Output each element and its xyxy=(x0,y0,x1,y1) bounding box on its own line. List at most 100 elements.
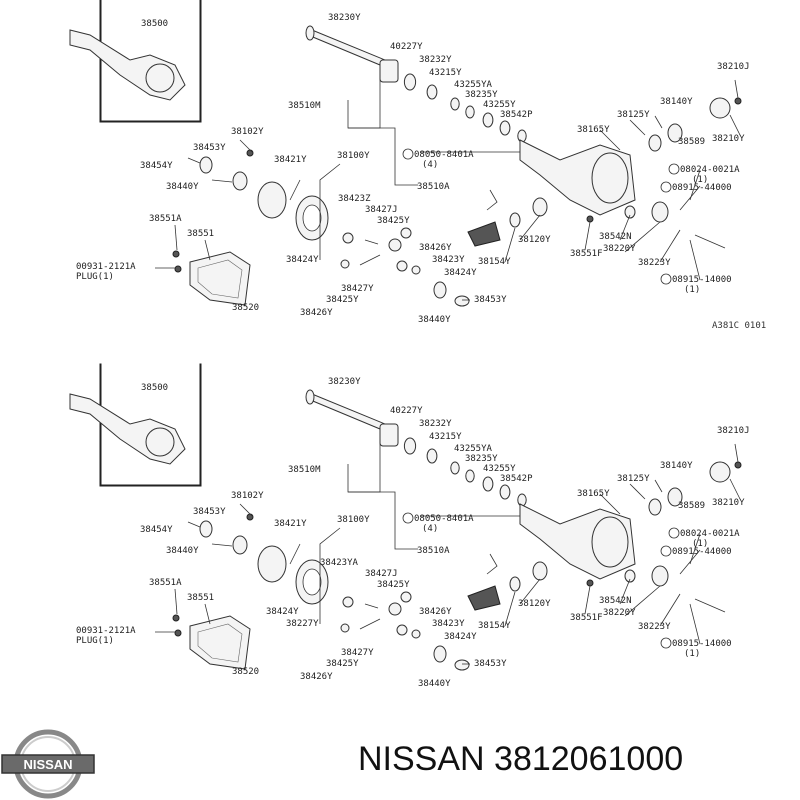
part-label-38100Y: 38100Y xyxy=(337,151,370,161)
companion-flange-shape xyxy=(651,565,669,587)
pinion-gear-shape xyxy=(467,585,501,611)
part-label-38125Y: 38125Y xyxy=(617,110,650,120)
part-label-38510M: 38510M xyxy=(288,101,321,111)
bolt-code-label: 00931-2121A xyxy=(76,262,136,272)
bearing-shape xyxy=(667,487,683,507)
leader-line xyxy=(629,483,646,500)
part-label-38120Y: 38120Y xyxy=(518,235,551,245)
part-label-38165Y: 38165Y xyxy=(577,125,610,135)
part-label-38500: 38500 xyxy=(141,19,168,29)
part-label-38120Y: 38120Y xyxy=(518,599,551,609)
part-label-43215Y: 43215Y xyxy=(429,68,462,78)
leader-line xyxy=(347,464,418,550)
part-label-43255Y: 43255Y xyxy=(483,100,516,110)
inset-frame-line xyxy=(99,363,102,487)
seal-shape xyxy=(509,576,521,592)
leader-line xyxy=(659,593,681,627)
companion-flange-shape xyxy=(651,201,669,223)
part-label-38500: 38500 xyxy=(141,383,168,393)
callout-circle-icon xyxy=(402,148,414,160)
side-gear-shape xyxy=(411,629,421,639)
plug-label: PLUG(1) xyxy=(76,272,114,282)
leader-line xyxy=(679,185,701,211)
shim-shape xyxy=(454,659,470,671)
leader-line xyxy=(319,163,341,260)
seal-ring-shape xyxy=(450,461,460,475)
nissan-logo-text: NISSAN xyxy=(23,757,72,772)
side-gear-shape xyxy=(400,591,412,603)
part-label-38424Y: 38424Y xyxy=(286,255,319,265)
part-label-38510A: 38510A xyxy=(417,546,450,556)
bolt-shape xyxy=(734,97,742,105)
part-label-43255YA: 43255YA xyxy=(454,444,493,454)
seal-ring-shape xyxy=(482,112,494,128)
plug-shape xyxy=(174,265,182,273)
breather-shape xyxy=(586,215,594,223)
part-label-38454Y: 38454Y xyxy=(140,161,173,171)
part-label-38589: 38589 xyxy=(678,501,705,511)
part-label-38425Y: 38425Y xyxy=(326,295,359,305)
leader-line xyxy=(519,214,541,241)
part-label-38453Y: 38453Y xyxy=(474,659,507,669)
gasket-shape xyxy=(197,623,243,663)
part-label-38424Y: 38424Y xyxy=(266,607,299,617)
leader-line xyxy=(187,157,201,164)
leader-line xyxy=(347,100,418,186)
bolt-code-label: 08024-0021A xyxy=(680,529,740,539)
diagram-code-label: A381C 0101 xyxy=(712,321,766,331)
leader-line xyxy=(174,224,178,251)
side-gear-shape xyxy=(388,602,402,616)
bolt-shape xyxy=(246,513,254,521)
side-gear-shape xyxy=(400,227,412,239)
seal-ring-shape xyxy=(403,437,417,455)
leader-line xyxy=(187,521,201,528)
leader-line xyxy=(729,114,741,136)
side-gear-shape xyxy=(340,259,350,269)
part-label-38220Y: 38220Y xyxy=(603,244,636,254)
leader-line xyxy=(619,214,631,241)
part-label-38551A: 38551A xyxy=(149,214,182,224)
callout-circle-icon xyxy=(660,637,672,649)
pinion-shaft-shape xyxy=(364,603,379,609)
bolt-code-label: 08915-44000 xyxy=(672,183,732,193)
bearing-race-shape xyxy=(232,171,248,191)
axle-flange-shape xyxy=(305,389,315,405)
part-label-43255Y: 43255Y xyxy=(483,464,516,474)
part-label-38210Y: 38210Y xyxy=(712,498,745,508)
part-label-38210Y: 38210Y xyxy=(712,134,745,144)
brand-name: NISSAN xyxy=(358,740,485,778)
clip-shape xyxy=(486,553,498,575)
seal-ring-shape xyxy=(403,73,417,91)
part-label-38227Y: 38227Y xyxy=(286,619,319,629)
quantity-label: (1) xyxy=(692,175,708,185)
diff-case-shape xyxy=(257,545,287,583)
part-label-38542N: 38542N xyxy=(599,232,632,242)
bolt-shape xyxy=(246,149,254,157)
leader-line xyxy=(504,227,516,263)
side-gear-shape xyxy=(342,596,354,608)
part-label-38542P: 38542P xyxy=(500,474,533,484)
quantity-label: (1) xyxy=(692,539,708,549)
nut-shape xyxy=(709,461,731,483)
part-label-38542P: 38542P xyxy=(500,110,533,120)
callout-circle-icon xyxy=(660,545,672,557)
plug-label: PLUG(1) xyxy=(76,636,114,646)
part-label-43255YA: 43255YA xyxy=(454,80,493,90)
bearing-shape xyxy=(433,281,447,299)
leader-line xyxy=(689,239,701,281)
leader-line xyxy=(619,578,631,605)
inset-frame-line xyxy=(199,363,202,487)
part-label-38154Y: 38154Y xyxy=(478,257,511,267)
leader-line xyxy=(654,115,663,129)
seal-ring-shape xyxy=(426,84,438,100)
bearing-shape xyxy=(433,645,447,663)
inset-frame-line xyxy=(99,120,202,123)
bearing-plate-shape xyxy=(379,423,399,447)
part-label-38426Y: 38426Y xyxy=(419,243,452,253)
bolt-code-label: 00931-2121A xyxy=(76,626,136,636)
part-label-38440Y: 38440Y xyxy=(418,315,451,325)
part-label-38423Z: 38423Z xyxy=(338,194,371,204)
part-label-38440Y: 38440Y xyxy=(418,679,451,689)
leader-line xyxy=(624,585,661,617)
inset-frame-line xyxy=(99,0,102,123)
